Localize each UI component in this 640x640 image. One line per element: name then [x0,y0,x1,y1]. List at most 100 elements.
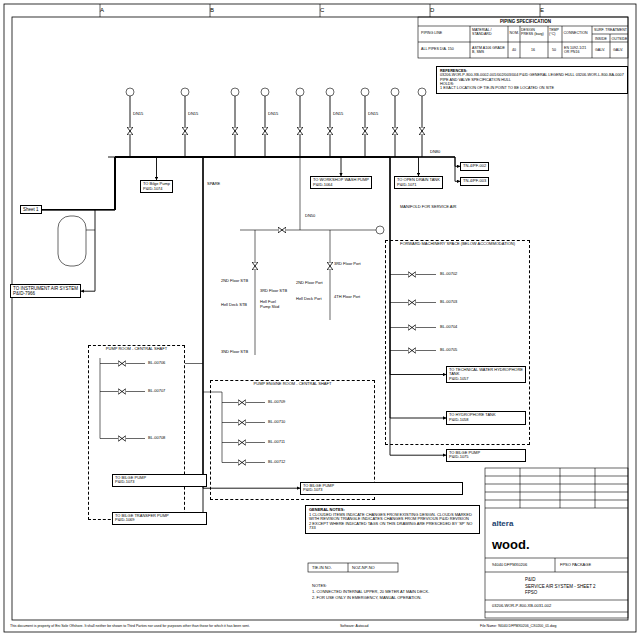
engine-room-branches [203,392,265,463]
instrument-bubbles [296,88,304,96]
pump-room-branches [100,358,203,439]
node-text: 1 EXACT LOCATION OF TIE-IN POINT TO BE L… [440,86,624,90]
node-heading: TO TECHNICAL WATER HYDROPHORE TANK [449,368,523,377]
title-block [485,468,628,612]
line-tag: BL-00712 [268,460,285,465]
forward-branches [408,300,416,306]
instrument-bubbles [261,88,269,96]
title-block-text: SERVICE AIR SYSTEM - SHEET 2 [525,584,596,589]
line-tag: SPARE [207,182,220,187]
branch-valves [127,127,133,135]
engine-room-branches [238,460,246,466]
pipe-connector [42,157,461,210]
off-page-connector: TO INSTRUMENT AIR SYSTEMP&ID-7966 [10,284,81,298]
grid-letter: E [540,7,544,14]
line-tag: DN15 [268,112,278,117]
branch-valves [362,127,368,135]
table-cell: MATERIAL / STANDARD [472,28,506,36]
title-block-text: FPSO PACKAGE [560,563,591,568]
line-tag: 3RD Floor STB [260,289,287,294]
node-heading: TO BILGE PUMP [303,484,460,489]
line-tag: BL-00705 [440,348,457,353]
reference-box: REFERENCES:03206-WOR-P-800-XB-0002-001/0… [436,66,628,94]
branch-valves [127,127,425,135]
table-cell: 16 [531,48,535,52]
spec-table [418,26,628,58]
line-tag: Hell Deck Port [296,297,322,302]
table-cell: PIPING LINE [421,31,442,35]
line-tag: BL-00711 [268,440,285,445]
drawing-frame [100,4,540,17]
line-tag: BL-00709 [268,400,285,405]
line-tag: DN15 [188,112,198,117]
instrument-bubbles [126,88,134,96]
node-text: P&ID-1073 [303,488,460,493]
instrument-bubbles [326,88,334,96]
air-receiver-vessel [86,230,95,231]
branch-valves [419,127,425,135]
instrument-bubbles [231,88,239,96]
engine-room-branches [238,420,246,426]
node-heading: PUMP ROOM - CENTRAL SHAFT [89,346,184,352]
general-notes-box: GENERAL NOTES:1 CLOUDED ITEMS INDICATE C… [305,505,480,534]
grid-letter: C [320,7,324,14]
drawing-frame [4,4,636,632]
title-block [485,468,628,618]
title-block-text: altera [492,519,513,528]
node-text: P&ID-1074 [143,187,170,192]
floor-distribution [252,262,258,270]
off-page-connector: TO HYDROPHORE TANKP&ID-1058 [446,411,526,424]
node-text: P&ID-1064 [313,183,369,188]
node-text: P&ID-1071 [397,183,440,188]
title-block-text: FPSO [525,590,537,595]
node-text: HOLDS: [440,82,624,86]
tie-in-box: TN-4/PF-003 [460,177,489,186]
table-cell: ALL PIPES DIA. 150 [421,47,467,51]
line-tag: BL-00707 [148,389,165,394]
pump-room-branches [118,361,126,367]
main-header [130,96,422,157]
table-cell: CONNECTION [564,31,588,35]
table-cell: GALV. [613,48,623,52]
line-tag: BL-00704 [440,325,457,330]
branch-valves [262,127,268,135]
node-text: P&ID-1057 [449,377,523,382]
tie-in-table [348,563,349,572]
table-cell: GALV. [595,48,605,52]
spec-table [418,17,628,58]
line-tag: BL-00703 [440,300,457,305]
table-cell: 40 [512,48,516,52]
engine-room-branches [238,400,246,406]
title-block-text: wood. [492,538,530,553]
tie-in-box: TN-4/PF-002 [460,162,489,171]
branch-valves [327,127,333,135]
footer-text: Software: Autocad [340,624,368,628]
pipe-connector [42,157,461,210]
node-heading: Sheet 1 [23,207,39,212]
table-cell: OUTSIDE [612,37,628,41]
line-tag: Hell Fuel Pump Skid [260,300,286,309]
off-page-connector: TO BILGE TRANSFER PUMPP&ID-1069 [112,512,207,525]
line-tag: MANIFOLD FOR SERVICE AIR [400,205,456,210]
off-page-connector: Sheet 1 [20,205,42,214]
node-heading: PUMP ENGINE ROOM - CENTRAL SHAFT [211,381,374,387]
pipe-connector [42,210,96,292]
node-heading: FORWARD MACHINERY SPACE (BELOW ACCOMMODA… [386,241,529,247]
drawing-frame [4,4,636,632]
line-tag: TIE-IN NO. [312,566,332,571]
air-receiver-vessel [58,216,86,266]
area-boundary: FORWARD MACHINERY SPACE (BELOW ACCOMMODA… [385,240,530,445]
table-cell: EN 1092-1/21 OR PN16 [564,46,591,54]
instrument-bubbles [418,88,426,96]
instrument-bubbles [391,88,399,96]
table-title: PIPING SPECIFICATION [500,19,551,24]
off-page-connector: TO TECHNICAL WATER HYDROPHORE TANKP&ID-1… [446,366,526,384]
off-page-connector: TO WORKSHOP WASH PUMPP&ID-1064 [310,176,372,189]
floor-distribution [240,157,376,355]
instrument-bubbles [126,88,426,234]
pump-room-branches [100,358,203,442]
table-cell: INSIDE [595,37,607,41]
instrument-bubbles [181,88,189,96]
